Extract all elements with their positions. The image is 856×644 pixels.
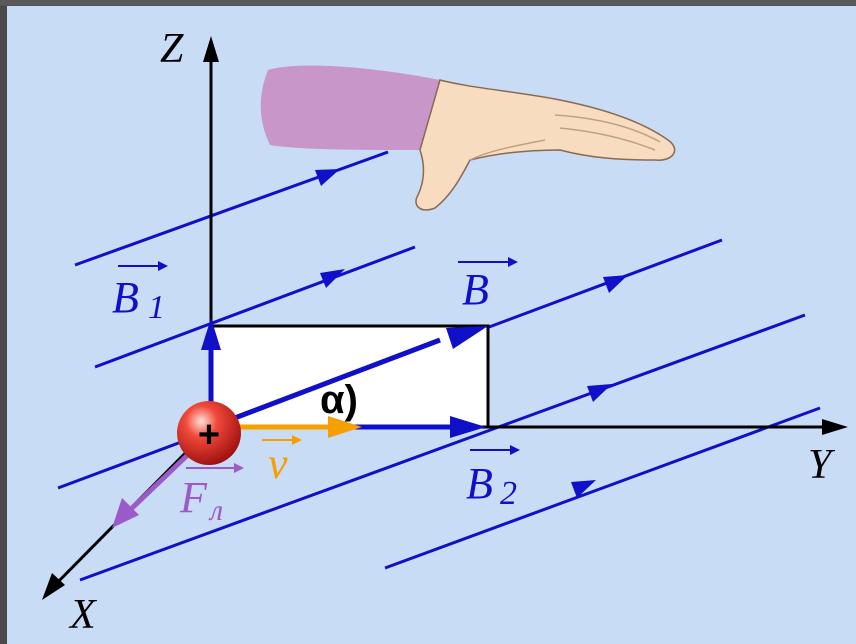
vector-b2-arrowhead [450,416,486,438]
vector-f-arrowhead [112,498,139,528]
label-v-text: v [268,439,288,488]
finger-line [559,127,656,151]
field-line [94,245,416,369]
hand [415,79,676,211]
label-b1-overarrow-head [158,261,168,271]
label-v: v [262,435,302,488]
vector-b1-arrowhead [201,318,221,350]
field-line [74,150,389,267]
label-b1: B 1 [112,261,168,326]
label-v-overarrow-head [292,435,302,445]
label-b2-text: B [466,459,493,508]
label-f-overarrow-head [234,463,244,473]
field-line [79,313,806,582]
angle-label: α) [320,378,358,422]
x-axis-arrow [42,573,65,600]
field-line [384,406,821,570]
left-hand-icon [260,65,676,211]
sleeve [260,65,440,150]
label-b-text: B [462,265,489,314]
axis-y-label: Y [808,442,836,488]
label-b2-subscript: 2 [500,475,517,512]
label-f-subscript: л [208,494,223,527]
field-arrow-head [587,384,612,402]
label-f: F л [179,463,244,527]
field-arrow-head [603,275,628,293]
label-b: B [458,257,518,314]
label-b2: B 2 [466,445,520,512]
field-arrow-head [571,480,596,498]
positive-charge-icon [177,401,241,465]
z-axis-arrow [203,36,219,62]
vector-b-arrowhead [446,326,488,349]
vector-v-arrowhead [328,416,362,438]
field-line-arrows [315,169,628,498]
vector-b [210,337,441,430]
field-arrow-head [315,169,340,186]
y-axis-arrow [822,419,848,435]
axis-x-label: X [68,592,98,638]
label-b1-subscript: 1 [148,289,165,326]
label-b1-text: B [112,273,139,322]
label-b-overarrow-head [508,257,518,267]
charge-sign: + [198,414,220,456]
axis-z-label: Z [160,26,184,72]
vector-f [128,446,197,512]
thumb-line [469,139,546,161]
finger-line [554,114,661,143]
label-b2-overarrow-head [510,445,520,455]
field-arrow-head [320,269,345,288]
label-f-text: F [179,473,208,522]
